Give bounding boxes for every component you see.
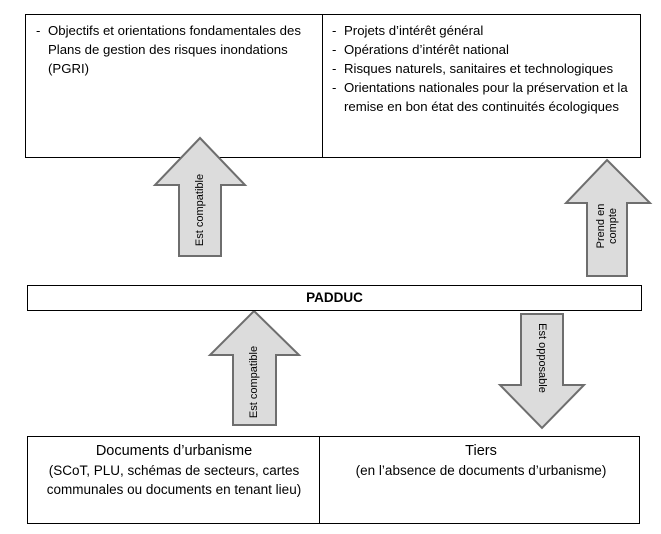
top-right-item: Risques naturels, sanitaires et technolo… <box>328 59 628 78</box>
padduc-label: PADDUC <box>306 290 363 305</box>
top-box: Objectifs et orientations fondamentales … <box>25 14 641 158</box>
top-left-list: Objectifs et orientations fondamentales … <box>32 21 316 78</box>
arrow-lower-left-label: Est compatible <box>248 345 260 419</box>
bottom-left-column: Documents d’urbanisme (SCoT, PLU, schéma… <box>32 442 316 499</box>
arrow-upper-right-label-line1: Prend en <box>595 203 607 249</box>
top-left-item: Objectifs et orientations fondamentales … <box>32 21 316 78</box>
top-left-column: Objectifs et orientations fondamentales … <box>32 21 316 78</box>
arrow-upper-left-label: Est compatible <box>194 173 206 247</box>
bottom-box: Documents d’urbanisme (SCoT, PLU, schéma… <box>27 436 640 524</box>
bottom-left-title: Documents d’urbanisme <box>95 443 253 459</box>
bottom-right-title: Tiers <box>465 443 497 459</box>
bottom-left-detail: (SCoT, PLU, schémas de secteurs, cartes … <box>46 463 302 497</box>
padduc-box: PADDUC <box>27 285 642 311</box>
bottom-right-detail: (en l’absence de documents d’urbanisme) <box>355 463 607 478</box>
arrow-upper-left <box>152 136 248 257</box>
arrow-lower-right <box>497 313 587 430</box>
top-box-divider <box>322 15 323 157</box>
arrow-lower-left <box>207 309 302 426</box>
bottom-right-column: Tiers (en l’absence de documents d’urban… <box>324 442 638 480</box>
arrow-lower-right-label: Est opposable <box>536 323 548 393</box>
arrow-upper-right-label-line2: compte <box>607 207 619 245</box>
top-right-item: Opérations d’intérêt national <box>328 40 628 59</box>
top-right-list: Projets d’intérêt généralOpérations d’in… <box>328 21 628 116</box>
top-right-item: Projets d’intérêt général <box>328 21 628 40</box>
bottom-box-divider <box>319 437 320 523</box>
top-right-item: Orientations nationales pour la préserva… <box>328 78 628 116</box>
arrow-upper-right-label: Prend en compte <box>595 204 619 249</box>
arrow-upper-right <box>563 158 653 277</box>
top-right-column: Projets d’intérêt généralOpérations d’in… <box>328 21 628 116</box>
